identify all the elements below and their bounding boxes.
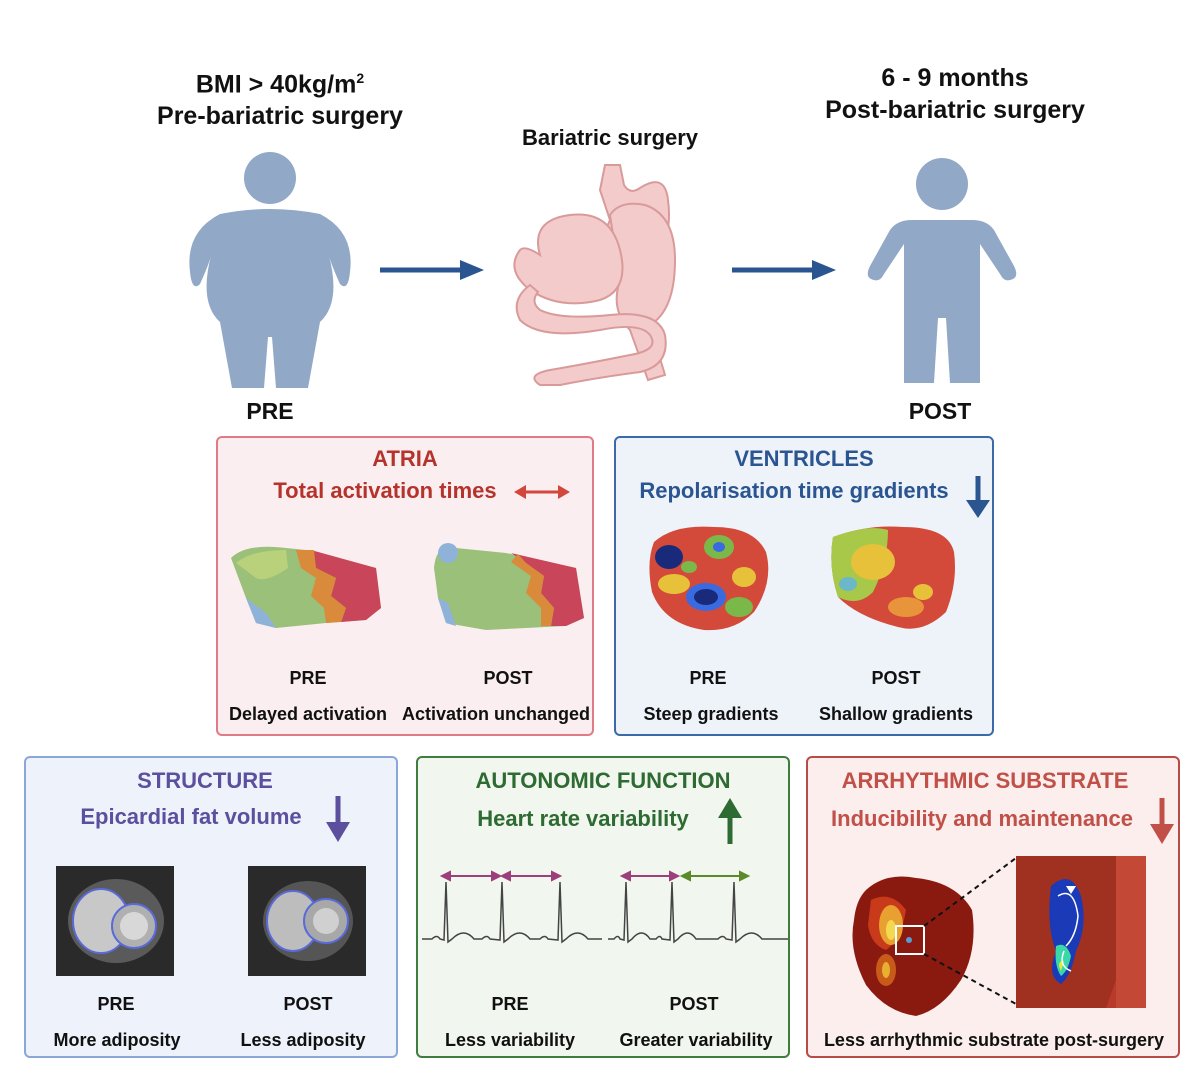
ventricles-pre-label: PRE	[689, 668, 727, 688]
months-label: 6 - 9 months	[881, 64, 1029, 92]
structure-post-caption: Less adiposity	[240, 1030, 366, 1050]
ecg-trace-pre	[422, 881, 602, 944]
ventricle-map-pre	[649, 526, 769, 631]
arrhythmia-heart-map	[852, 876, 974, 1016]
arrhythmic-caption: Less arrhythmic substrate post-surgery	[823, 1030, 1165, 1050]
pre-surgery-title: BMI > 40kg/m2 Pre-bariatric surgery	[120, 62, 440, 132]
structure-subtitle: Epicardial fat volume	[80, 804, 302, 829]
ventricle-map-post	[831, 526, 955, 629]
mri-image-post	[248, 866, 366, 976]
down-arrow-icon	[966, 476, 990, 518]
up-arrow-icon	[718, 798, 742, 844]
atria-title: ATRIA	[372, 446, 438, 471]
surgery-label: Bariatric surgery	[521, 125, 699, 150]
pre-bariatric-label: Pre-bariatric surgery	[157, 102, 403, 131]
mri-image-pre	[56, 866, 174, 976]
atria-pre-caption: Delayed activation	[228, 704, 388, 724]
structure-panel: STRUCTURE Epicardial fat volume PRE POST…	[24, 756, 398, 1058]
autonomic-post-label: POST	[669, 994, 719, 1014]
reentry-zoom-image	[1016, 856, 1146, 1008]
ventricles-post-caption: Shallow gradients	[818, 704, 974, 724]
atria-post-caption: Activation unchanged	[401, 704, 590, 724]
post-surgery-title: 6 - 9 months Post-bariatric surgery	[790, 62, 1120, 126]
ventricles-title: VENTRICLES	[734, 446, 874, 471]
atria-pre-label: PRE	[289, 668, 327, 688]
bmi-label: BMI > 40kg/m2	[195, 70, 365, 99]
pre-label: PRE	[246, 398, 294, 424]
autonomic-pre-label: PRE	[491, 994, 529, 1014]
arrow-right-icon	[380, 260, 484, 280]
atria-panel: ATRIA Total activation times PRE POST De…	[216, 436, 594, 736]
obese-person-icon	[189, 152, 351, 388]
atria-map-pre	[231, 546, 381, 628]
arrhythmic-title: ARRHYTHMIC SUBSTRATE	[841, 768, 1129, 793]
autonomic-title: AUTONOMIC FUNCTION	[475, 768, 731, 793]
autonomic-panel: AUTONOMIC FUNCTION Heart rate variabilit…	[416, 756, 790, 1058]
ventricles-pre-caption: Steep gradients	[643, 704, 779, 724]
ventricles-subtitle: Repolarisation time gradients	[639, 478, 949, 503]
bidirectional-arrow-icon	[514, 485, 570, 499]
atria-post-label: POST	[483, 668, 533, 688]
down-arrow-icon	[1150, 798, 1174, 844]
down-arrow-icon	[326, 796, 350, 842]
arrhythmic-subtitle: Inducibility and maintenance	[831, 806, 1133, 831]
ecg-trace-post	[608, 881, 788, 944]
arrhythmic-panel: ARRHYTHMIC SUBSTRATE Inducibility and ma…	[806, 756, 1180, 1058]
slim-person-icon	[867, 158, 1017, 383]
structure-pre-caption: More adiposity	[53, 1030, 181, 1050]
autonomic-post-caption: Greater variability	[619, 1030, 773, 1050]
arrow-right-icon	[732, 260, 836, 280]
structure-post-label: POST	[283, 994, 333, 1014]
post-label: POST	[908, 398, 972, 424]
ventricles-panel: VENTRICLES Repolarisation time gradients…	[614, 436, 994, 736]
structure-pre-label: PRE	[97, 994, 135, 1014]
rr-interval-arrows	[439, 870, 751, 882]
structure-title: STRUCTURE	[137, 768, 273, 793]
ventricles-post-label: POST	[871, 668, 921, 688]
post-bariatric-label: Post-bariatric surgery	[825, 96, 1085, 124]
zoom-dashed-lines	[923, 857, 1017, 1005]
gastric-bypass-icon	[513, 164, 677, 386]
autonomic-subtitle: Heart rate variability	[477, 806, 689, 831]
atria-subtitle: Total activation times	[273, 478, 497, 503]
atria-map-post	[434, 543, 584, 630]
autonomic-pre-caption: Less variability	[444, 1030, 576, 1050]
